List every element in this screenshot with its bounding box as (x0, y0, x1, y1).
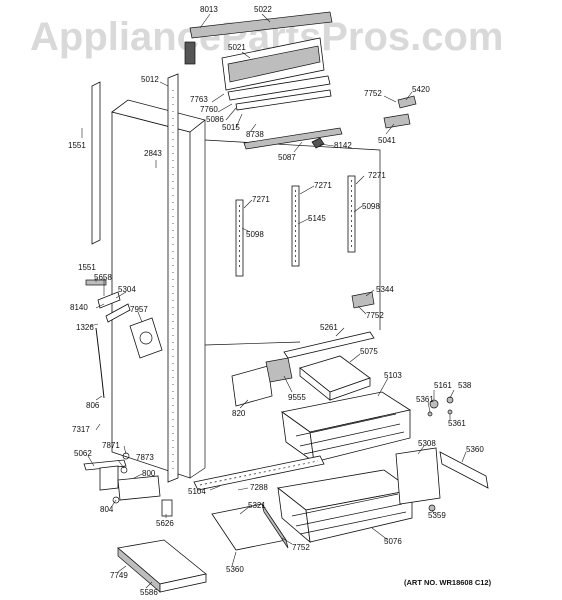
bottom-grille-5104 (193, 455, 325, 491)
shelf-ladder-right (347, 175, 356, 253)
label-5098-left: 5098 (246, 230, 264, 239)
label-5359: 5359 (428, 511, 446, 520)
side-trim-1551 (91, 81, 101, 245)
crisper-cover-5261 (283, 331, 375, 359)
thermostat-parts (85, 279, 163, 399)
drawer-slide-5360-right (439, 451, 489, 489)
pan-5075 (299, 355, 371, 401)
shelf-ladder-left (235, 199, 244, 277)
label-5321: 5321 (248, 501, 266, 510)
leader-lines (81, 13, 467, 589)
label-7763: 7763 (190, 95, 208, 104)
label-7871: 7871 (102, 441, 120, 450)
breaker-strip-5012 (167, 73, 179, 483)
label-800: 800 (142, 469, 156, 478)
label-5586: 5586 (140, 588, 158, 597)
label-5658: 5658 (94, 273, 112, 282)
label-1551-mid: 1551 (78, 263, 96, 272)
label-7873: 7873 (136, 453, 154, 462)
label-7288: 7288 (250, 483, 268, 492)
label-5361-left: 5361 (416, 395, 434, 404)
label-5041: 5041 (378, 136, 396, 145)
shelf-ladder-center (291, 185, 300, 267)
label-5087: 5087 (278, 153, 296, 162)
label-5086: 5086 (206, 115, 224, 124)
label-5360-right: 5360 (466, 445, 484, 454)
label-7760: 7760 (200, 105, 218, 114)
label-5062: 5062 (74, 449, 92, 458)
label-7749: 7749 (110, 571, 128, 580)
label-8013: 8013 (200, 5, 218, 14)
label-7752-mid: 7752 (366, 311, 384, 320)
hinge-bracket-parts (383, 95, 417, 129)
label-7752-bottom: 7752 (292, 543, 310, 552)
label-1551-top: 1551 (68, 141, 86, 150)
label-7271-left: 7271 (252, 195, 270, 204)
label-5344: 5344 (376, 285, 394, 294)
label-5161: 5161 (434, 381, 452, 390)
label-8140: 8140 (70, 303, 88, 312)
damper-assembly (231, 357, 293, 407)
drawer-slide-5321 (211, 503, 289, 551)
label-5308: 5308 (418, 439, 436, 448)
label-5626: 5626 (156, 519, 174, 528)
shelf-support-5344 (351, 291, 375, 309)
label-5022: 5022 (254, 5, 272, 14)
label-804: 804 (100, 505, 114, 514)
label-7271-center: 7271 (314, 181, 332, 190)
label-8142: 8142 (334, 141, 352, 150)
label-5361-right: 5361 (448, 419, 466, 428)
label-820: 820 (232, 409, 246, 418)
rollers-and-screws (427, 396, 454, 417)
label-5420: 5420 (412, 85, 430, 94)
label-5145: 5145 (308, 214, 326, 223)
label-5021: 5021 (228, 43, 246, 52)
label-5076: 5076 (384, 537, 402, 546)
upper-wire-basket-5103 (281, 391, 412, 463)
art-number: (ART NO. WR18608 C12) (404, 578, 492, 587)
lower-wire-basket-5076 (277, 469, 413, 543)
label-806: 806 (86, 401, 100, 410)
label-7317: 7317 (72, 425, 90, 434)
label-7271-right: 7271 (368, 171, 386, 180)
label-5015: 5015 (222, 123, 240, 132)
label-5103: 5103 (384, 371, 402, 380)
part-labels: 8013 5022 5021 5012 7763 7760 5086 5015 … (68, 5, 484, 597)
label-8738: 8738 (246, 130, 264, 139)
label-7752-top: 7752 (364, 89, 382, 98)
label-5360-bottom: 5360 (226, 565, 244, 574)
label-5261: 5261 (320, 323, 338, 332)
plate-5626 (161, 499, 173, 517)
label-5012: 5012 (141, 75, 159, 84)
label-9555: 9555 (288, 393, 306, 402)
screw-5359 (428, 504, 436, 512)
bottom-cover-5586 (117, 539, 207, 593)
label-1326: 1326 (76, 323, 94, 332)
drawer-slide-5308 (395, 447, 441, 505)
label-5304: 5304 (118, 285, 136, 294)
label-2843: 2843 (144, 149, 162, 158)
label-7957: 7957 (130, 305, 148, 314)
label-5104: 5104 (188, 487, 206, 496)
label-5075: 5075 (360, 347, 378, 356)
label-5098-right: 5098 (362, 202, 380, 211)
top-bezel-assembly (184, 11, 343, 150)
label-538: 538 (458, 381, 472, 390)
